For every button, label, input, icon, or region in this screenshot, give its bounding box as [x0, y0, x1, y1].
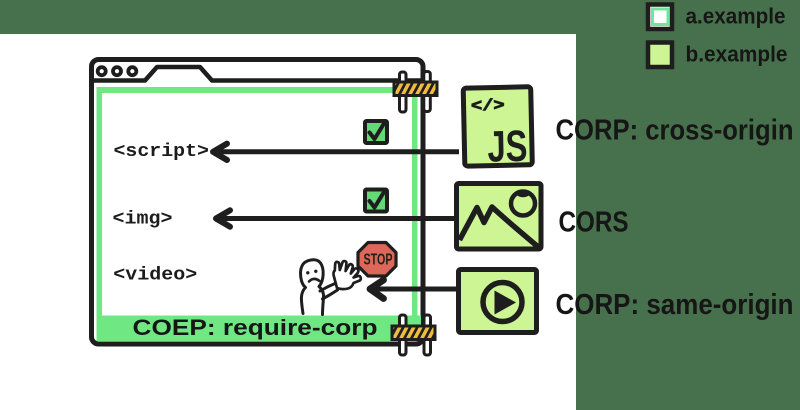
svg-text:CORP: cross-origin: CORP: cross-origin: [556, 115, 794, 147]
svg-text:<img>: <img>: [113, 209, 173, 230]
svg-text:STOP: STOP: [364, 252, 393, 269]
svg-text:COEP: require-corp: COEP: require-corp: [133, 315, 378, 340]
svg-text:b.example: b.example: [686, 42, 788, 67]
svg-text:</>: </>: [471, 97, 505, 116]
svg-text:<script>: <script>: [114, 141, 210, 162]
svg-text:CORS: CORS: [559, 207, 629, 239]
svg-text:JS: JS: [487, 122, 528, 172]
svg-text:CORP: same-origin: CORP: same-origin: [556, 289, 794, 321]
svg-text:<video>: <video>: [113, 265, 197, 286]
svg-text:a.example: a.example: [686, 3, 786, 28]
